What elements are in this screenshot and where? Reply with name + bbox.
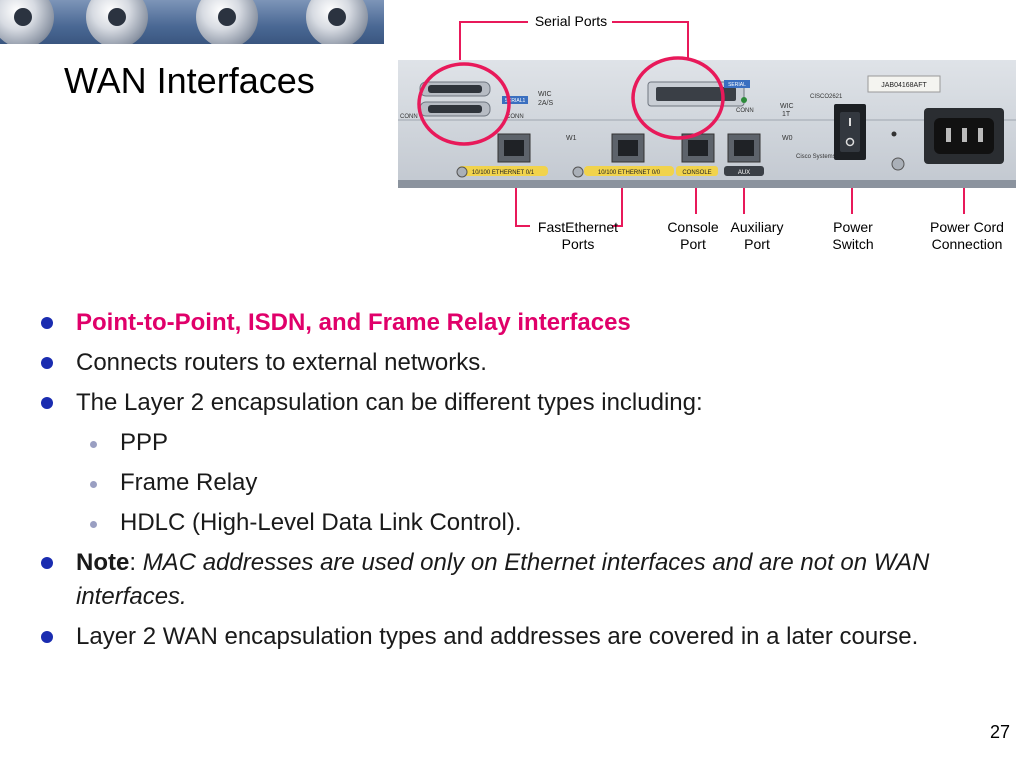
svg-text:CONN: CONN [506,114,524,120]
power-switch-label: Power Switch [832,219,874,252]
svg-text:1T: 1T [782,111,791,118]
svg-text:WIC: WIC [780,103,794,110]
svg-text:SERIAL: SERIAL [728,82,746,88]
fastethernet-port-0-1 [497,133,531,163]
svg-text:W1: W1 [566,135,577,142]
svg-text:WIC: WIC [538,91,552,98]
sub-bullet-item: HDLC (High-Level Data Link Control). [38,506,968,540]
note-label: Note [76,549,130,576]
chrome-disc-graphic [196,0,258,44]
svg-text:W0: W0 [782,135,793,142]
svg-text:CONN: CONN [736,108,754,114]
note-bullet-item: Note: MAC addresses are used only on Eth… [38,546,968,614]
fastethernet-ports-label: FastEthernet Ports [537,219,619,252]
svg-text:Cisco Systems: Cisco Systems [796,154,836,160]
chrome-disc-graphic [86,0,148,44]
router-back-panel-image: SERIAL1 WIC 2A/S CONN CONN SERIAL CONN W… [398,60,1016,188]
bullet-item: Layer 2 WAN encapsulation types and addr… [38,620,968,654]
svg-text:CONSOLE: CONSOLE [682,170,711,176]
svg-text:10/100 ETHERNET 0/0: 10/100 ETHERNET 0/0 [598,170,661,176]
console-port-label: Console Port [667,219,719,252]
svg-text:JAB04168AFT: JAB04168AFT [881,82,927,89]
svg-text:10/100 ETHERNET 0/1: 10/100 ETHERNET 0/1 [472,170,535,176]
header-banner-image [0,0,384,44]
serial1-tag: SERIAL1 [505,98,526,104]
serial-ports-label: Serial Ports [534,13,608,29]
slide-title: WAN Interfaces [64,60,315,101]
svg-text:CISCO2621: CISCO2621 [810,94,843,100]
svg-text:2A/S: 2A/S [538,100,554,107]
bullet-item: The Layer 2 encapsulation can be differe… [38,386,968,420]
chrome-disc-graphic [0,0,54,44]
note-separator: : [129,549,143,576]
bullet-item: Point-to-Point, ISDN, and Frame Relay in… [38,306,968,340]
svg-text:AUX: AUX [738,170,750,176]
power-cord-connector [924,108,1004,164]
sub-bullet-item: Frame Relay [38,466,968,500]
note-text: MAC addresses are used only on Ethernet … [76,549,930,610]
auxiliary-port-label: Auxiliary Port [730,219,784,252]
console-port [681,133,715,163]
bullet-item: Connects routers to external networks. [38,346,968,380]
bullet-list: Point-to-Point, ISDN, and Frame Relay in… [38,306,968,660]
svg-text:CONN: CONN [400,114,418,120]
aux-port [727,133,761,163]
chrome-disc-graphic [306,0,368,44]
sub-bullet-item: PPP [38,426,968,460]
page-number: 27 [989,722,1010,742]
power-cord-label: Power Cord Connection [930,219,1004,252]
fastethernet-port-0-0 [611,133,645,163]
power-switch [834,104,866,160]
